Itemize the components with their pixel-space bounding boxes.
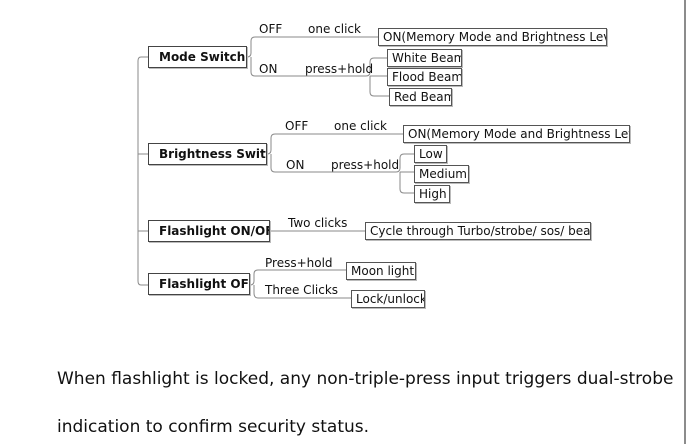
connector-lines bbox=[137, 36, 414, 299]
brightness-switch-off-label: OFF bbox=[285, 119, 309, 133]
right-edge-line bbox=[684, 0, 686, 444]
caption-line-1: When flashlight is locked, any non-tripl… bbox=[57, 369, 674, 389]
caption-line-2: indication to confirm security status. bbox=[57, 417, 370, 437]
brightness-switch-on-label: ON bbox=[286, 158, 305, 172]
brightness-result-medium: Medium bbox=[414, 165, 469, 183]
brightness-result-high: High bbox=[414, 185, 450, 203]
flashlight-off-action-three-clicks: Three Clicks bbox=[265, 283, 339, 297]
brightness-switch-off-action: one click bbox=[334, 119, 387, 133]
mode-switch-off-result: ON(Memory Mode and Brightness Level ) bbox=[378, 28, 607, 46]
mode-switch-on-label: ON bbox=[259, 62, 278, 76]
mind-map-diagram: Mode Switch OFF one click ON(Memory Mode… bbox=[137, 22, 630, 308]
brightness-switch-node: Brightness Switch bbox=[148, 143, 267, 165]
mode-switch-off-label: OFF bbox=[259, 22, 283, 36]
flashlight-off-action-press-hold: Press+hold bbox=[265, 256, 333, 270]
mode-switch-result-red-beam: Red Beam bbox=[389, 88, 452, 106]
mode-switch-result-white-beam: White Beam bbox=[387, 49, 462, 67]
mode-switch-on-action: press+hold bbox=[305, 62, 374, 76]
mode-switch-result-flood-beam: Flood Beam bbox=[387, 68, 462, 86]
flashlight-on-off-node: Flashlight ON/OFF bbox=[148, 220, 270, 242]
brightness-switch-on-action: press+hold bbox=[331, 158, 400, 172]
flashlight-off-result-lock-unlock: Lock/unlock bbox=[351, 290, 425, 308]
flashlight-off-node: Flashlight OFF bbox=[148, 273, 250, 295]
flashlight-on-off-result: Cycle through Turbo/strobe/ sos/ beacon bbox=[365, 222, 591, 240]
mode-switch-off-action: one click bbox=[308, 22, 361, 36]
brightness-switch-off-result: ON(Memory Mode and Brightness Level) bbox=[403, 125, 630, 143]
flashlight-on-off-action: Two clicks bbox=[288, 216, 348, 230]
mode-switch-node: Mode Switch bbox=[148, 46, 247, 68]
brightness-result-low: Low bbox=[414, 145, 447, 163]
flashlight-off-result-moon-light: Moon light bbox=[346, 262, 416, 280]
